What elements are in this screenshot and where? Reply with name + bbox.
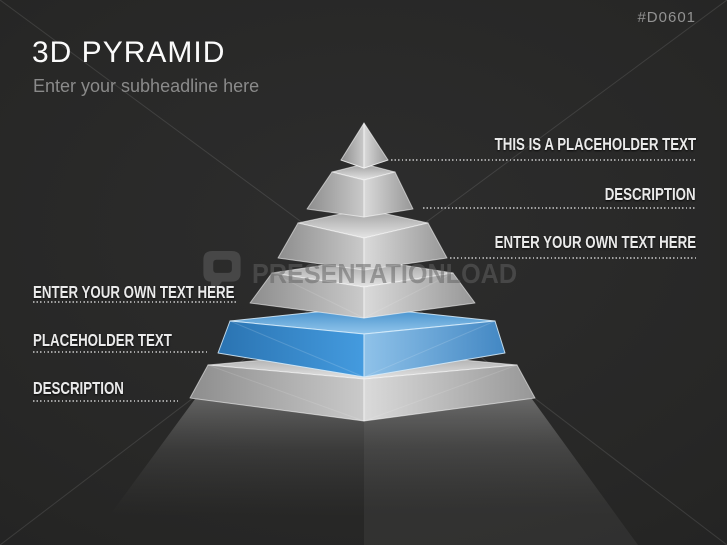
- label-level-3-text: ENTER YOUR OWN TEXT HERE: [494, 232, 696, 252]
- label-level-5-text: PLACEHOLDER TEXT: [33, 330, 172, 350]
- leader-line-level-6: [33, 400, 178, 402]
- leader-line-level-3: [450, 257, 696, 259]
- label-level-6-text: DESCRIPTION: [33, 378, 124, 398]
- label-level-4-text: ENTER YOUR OWN TEXT HERE: [33, 282, 235, 302]
- pyramid-layer-4: [249, 258, 476, 319]
- label-level-1: THIS IS A PLACEHOLDER TEXT: [431, 135, 696, 154]
- pyramid-reflection: [88, 399, 638, 545]
- pyramid-layer-1-apex: [340, 122, 389, 169]
- pyramid-layer-3: [277, 208, 448, 271]
- label-level-2: DESCRIPTION: [576, 185, 696, 204]
- label-level-3: ENTER YOUR OWN TEXT HERE: [431, 233, 696, 252]
- leader-line-level-2: [423, 207, 696, 209]
- page-title: 3D PYRAMID: [32, 36, 226, 69]
- label-level-1-text: THIS IS A PLACEHOLDER TEXT: [494, 134, 696, 154]
- pyramid-layer-5-highlighted: [217, 306, 506, 378]
- label-level-6: DESCRIPTION: [33, 379, 153, 398]
- pyramid-layer-2: [306, 163, 414, 218]
- pyramid-layer-6: [189, 350, 536, 422]
- subheadline: Enter your subheadline here: [33, 76, 260, 96]
- label-level-5: PLACEHOLDER TEXT: [33, 331, 216, 350]
- label-level-2-text: DESCRIPTION: [605, 184, 696, 204]
- leader-line-level-1: [391, 159, 696, 161]
- leader-line-level-5: [33, 351, 207, 353]
- leader-line-level-4: [33, 301, 237, 303]
- slide-code: #D0601: [637, 9, 696, 26]
- label-level-4: ENTER YOUR OWN TEXT HERE: [33, 283, 298, 302]
